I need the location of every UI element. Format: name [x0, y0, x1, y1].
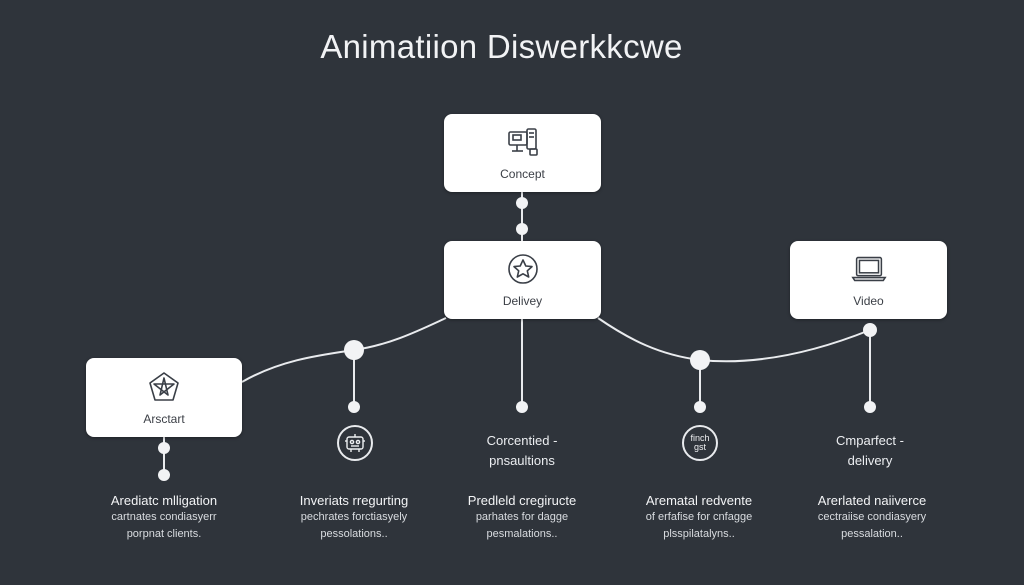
- stage-heading-c-line2: pnsaultions: [489, 453, 555, 468]
- badge-text-line1: finch: [690, 433, 710, 443]
- node-concept[interactable]: Concept: [444, 114, 601, 192]
- connector-right-curve: [597, 317, 871, 363]
- connector-dot: [516, 197, 528, 209]
- connector-dot: [863, 323, 877, 337]
- connector-dot: [864, 401, 876, 413]
- caption-0: Arediatc mlligation cartnates condiasyer…: [79, 492, 249, 543]
- stage-heading-e-line1: Cmparfect -: [836, 433, 904, 448]
- caption-1: Inveriats rregurting pechrates forctiasy…: [269, 492, 439, 543]
- caption-line: pechrates forctiasyely: [300, 511, 408, 523]
- star-badge-icon: [503, 252, 543, 286]
- robot-face-icon: [337, 425, 373, 461]
- node-arsctart-label: Arsctart: [143, 411, 185, 426]
- connector-junction-dot: [344, 340, 364, 360]
- media-devices-icon: [503, 125, 543, 159]
- text-badge-icon: finch gst: [682, 425, 718, 461]
- caption-line: cectraiise condiasyery: [817, 511, 927, 523]
- stage-heading-c-line1: Corcentied -: [486, 433, 558, 448]
- node-delivery-label: Delivey: [502, 294, 543, 308]
- connector-dot: [348, 401, 360, 413]
- caption-3: Arematal redvente of erfafise for cnfagg…: [614, 492, 784, 543]
- connector-dot: [694, 401, 706, 413]
- caption-line: pessolations..: [320, 528, 388, 540]
- connector-junction-dot: [690, 350, 710, 370]
- caption-line: pessalation..: [841, 528, 903, 540]
- laptop-icon: [849, 252, 889, 286]
- caption-heading: Arerlated naiiverce: [817, 493, 927, 508]
- pentagon-star-icon: [144, 370, 184, 404]
- badge-text-line2: gst: [693, 442, 706, 452]
- caption-4: Arerlated naiiverce cectraiise condiasye…: [787, 492, 957, 543]
- caption-heading: Arediatc mlligation: [110, 493, 218, 508]
- node-video-label: Video: [853, 294, 884, 308]
- caption-heading: Predleld cregiructe: [467, 493, 577, 508]
- node-video[interactable]: Video: [790, 241, 947, 319]
- caption-heading: Inveriats rregurting: [299, 493, 409, 508]
- stage-heading-c: Corcentied - pnsaultions: [437, 431, 607, 471]
- connector-dot: [516, 223, 528, 235]
- diagram-title: Animatiion Diswerkkcwe: [320, 28, 683, 65]
- caption-line: cartnates condiasyerr: [111, 511, 217, 523]
- connector-dot: [516, 401, 528, 413]
- caption-line: porpnat clients.: [126, 528, 202, 540]
- caption-line: plsspilatalyns..: [663, 528, 735, 540]
- node-delivery[interactable]: Delivey: [444, 241, 601, 319]
- connector-dot: [158, 442, 170, 454]
- caption-line: parhates for dagge: [475, 511, 569, 523]
- connector-dot: [158, 469, 170, 481]
- node-concept-label: Concept: [500, 167, 545, 181]
- caption-heading: Arematal redvente: [645, 493, 753, 508]
- caption-line: of erfafise for cnfagge: [645, 511, 753, 523]
- stage-heading-e-line2: delivery: [847, 453, 893, 468]
- stage-heading-e: Cmparfect - delivery: [785, 431, 955, 471]
- node-arsctart[interactable]: Arsctart: [86, 358, 242, 437]
- caption-line: pesmalations..: [486, 528, 558, 540]
- caption-2: Predleld cregiructe parhates for dagge p…: [437, 492, 607, 543]
